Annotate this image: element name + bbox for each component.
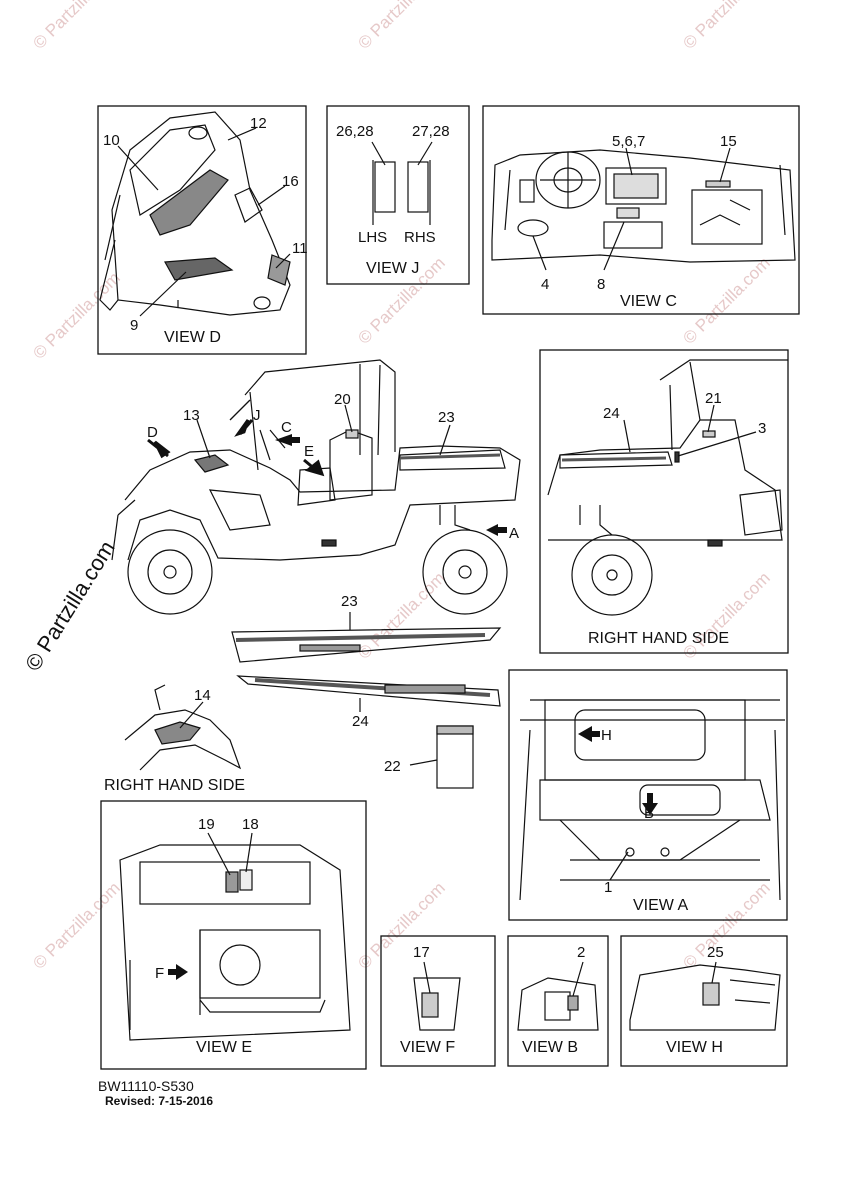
view-f-title: VIEW F xyxy=(400,1039,455,1056)
part-14-sketch xyxy=(124,684,242,771)
part-label-23-main: 23 xyxy=(438,409,455,426)
part-label-21: 21 xyxy=(705,390,722,407)
view-d-title: VIEW D xyxy=(164,329,221,346)
view-d-panel xyxy=(97,105,307,355)
arrow-label-h: H xyxy=(601,727,612,744)
decal-23 xyxy=(231,627,502,663)
arrow-label-a: A xyxy=(509,525,519,542)
part-label-26-28: 26,28 xyxy=(336,123,374,140)
watermark: © Partzilla.com xyxy=(679,568,773,662)
part-label-9: 9 xyxy=(130,317,138,334)
part-label-12: 12 xyxy=(250,115,267,132)
diagram-code: BW11110-S530 xyxy=(98,1078,194,1094)
arrow-label-c: C xyxy=(281,419,292,436)
view-h-title: VIEW H xyxy=(666,1039,723,1056)
rhs-title: RIGHT HAND SIDE xyxy=(588,630,729,647)
part-label-2: 2 xyxy=(577,944,585,961)
part-label-10: 10 xyxy=(103,132,120,149)
view-e-panel xyxy=(100,800,367,1070)
watermark: © Partzilla.com xyxy=(354,878,448,972)
lhs-label: LHS xyxy=(358,229,387,246)
watermark: © Partzilla.com xyxy=(29,268,123,362)
part-label-18: 18 xyxy=(242,816,259,833)
part-label-19: 19 xyxy=(198,816,215,833)
arrow-label-j: J xyxy=(253,407,261,424)
part-label-20: 20 xyxy=(334,391,351,408)
view-b-panel xyxy=(507,935,609,1067)
view-j-panel xyxy=(326,105,470,285)
watermark: © Partzilla.com xyxy=(679,253,773,347)
part-label-13: 13 xyxy=(183,407,200,424)
part-label-23: 23 xyxy=(341,593,358,610)
part-label-8: 8 xyxy=(597,276,605,293)
arrow-label-d: D xyxy=(147,424,158,441)
part-label-24: 24 xyxy=(352,713,369,730)
part-label-14: 14 xyxy=(194,687,211,704)
part-label-25: 25 xyxy=(707,944,724,961)
part-label-15: 15 xyxy=(720,133,737,150)
rhs-label: RHS xyxy=(404,229,436,246)
watermarks: © Partzilla.com © Partzilla.com © Partzi… xyxy=(29,0,773,973)
part-label-5-6-7: 5,6,7 xyxy=(612,133,645,150)
part-label-11: 11 xyxy=(292,240,308,257)
right-hand-side-panel xyxy=(539,349,789,654)
arrow-label-f: F xyxy=(155,965,164,982)
part-label-4: 4 xyxy=(541,276,549,293)
part-label-22: 22 xyxy=(384,758,401,775)
view-a-title: VIEW A xyxy=(633,897,688,914)
rhs-title-2: RIGHT HAND SIDE xyxy=(104,777,245,794)
watermark: © Partzilla.com xyxy=(679,878,773,972)
view-e-title: VIEW E xyxy=(196,1039,252,1056)
part-label-27-28: 27,28 xyxy=(412,123,450,140)
vehicle-left-side xyxy=(111,359,521,615)
labels: 10 12 16 11 9 VIEW D 26,28 27,28 LHS RHS… xyxy=(103,115,766,1056)
arrow-label-b: B xyxy=(644,805,654,822)
revised-date: Revised: 7-15-2016 xyxy=(105,1094,214,1108)
view-arrows xyxy=(147,419,658,980)
part-label-1: 1 xyxy=(604,879,612,896)
watermark: © Partzilla.com xyxy=(679,0,773,53)
part-label-16: 16 xyxy=(282,173,299,190)
view-b-title: VIEW B xyxy=(522,1039,578,1056)
view-c-title: VIEW C xyxy=(620,293,677,310)
view-h-panel xyxy=(620,935,788,1067)
view-f-panel xyxy=(380,935,496,1067)
view-a-panel xyxy=(508,669,788,921)
arrow-label-e: E xyxy=(304,443,314,460)
watermark: © Partzilla.com xyxy=(29,0,123,53)
watermark: © Partzilla.com xyxy=(354,568,448,662)
watermark: © Partzilla.com xyxy=(354,0,448,53)
watermark: © Partzilla.com xyxy=(29,878,123,972)
view-j-title: VIEW J xyxy=(366,260,419,277)
decal-24 xyxy=(236,675,501,707)
view-c-panel xyxy=(482,105,800,315)
part-label-24-rhs: 24 xyxy=(603,405,620,422)
decal-22 xyxy=(436,725,474,789)
part-label-17: 17 xyxy=(413,944,430,961)
part-label-3: 3 xyxy=(758,420,766,437)
